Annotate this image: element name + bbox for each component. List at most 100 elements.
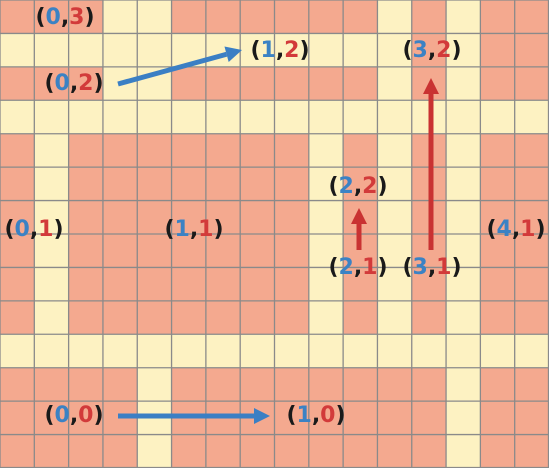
grid-cell — [274, 267, 310, 302]
grid-cell — [0, 334, 35, 369]
grid-cell — [480, 367, 516, 402]
grid-cell — [274, 100, 310, 135]
grid-cell — [240, 0, 275, 34]
grid-cell — [137, 367, 173, 402]
grid-cell — [68, 200, 104, 235]
grid-cell — [377, 200, 413, 235]
grid-cell — [446, 434, 481, 468]
grid-cell — [68, 367, 104, 402]
label-0-0: (0,0) — [44, 403, 104, 428]
arrow-0-0-to-1-0 — [118, 408, 270, 424]
grid-cell — [514, 300, 549, 335]
grid-cell — [343, 100, 378, 135]
grid-cell — [102, 267, 138, 302]
grid-cell — [480, 434, 516, 468]
grid-cell — [102, 33, 138, 68]
grid-cell — [480, 401, 516, 436]
grid-cell — [102, 234, 138, 268]
grid-cell — [343, 401, 378, 436]
grid-cell — [274, 334, 310, 369]
grid-cell — [34, 401, 70, 436]
grid-cell — [514, 66, 549, 101]
grid-cell — [34, 234, 70, 268]
grid-cell — [411, 367, 447, 402]
grid-cell — [480, 234, 516, 268]
grid-cell — [240, 267, 275, 302]
grid-cell — [446, 401, 481, 436]
grid-cell — [34, 100, 70, 135]
grid-cell — [171, 100, 207, 135]
grid-cell — [480, 167, 516, 202]
grid-cell — [343, 267, 378, 302]
grid-cell — [343, 367, 378, 402]
label-1-1: (1,1) — [164, 217, 224, 242]
grid-cell — [343, 0, 378, 34]
grid-cell — [0, 300, 35, 335]
grid-cell — [205, 66, 241, 101]
grid-cell — [411, 434, 447, 468]
grid-cell — [171, 66, 207, 101]
grid-cell — [308, 167, 344, 202]
grid-cell — [308, 367, 344, 402]
grid-cell — [0, 66, 35, 101]
grid-cell — [34, 200, 70, 235]
label-3-2: (3,2) — [402, 38, 462, 63]
grid-cell — [480, 0, 516, 34]
grid-cell — [102, 133, 138, 168]
grid-cell — [0, 401, 35, 436]
grid-cell — [514, 434, 549, 468]
grid-cell — [137, 267, 173, 302]
grid-cell — [205, 167, 241, 202]
grid-cell — [240, 434, 275, 468]
grid-cell — [137, 133, 173, 168]
grid-cell — [446, 234, 481, 268]
grid-cell — [0, 167, 35, 202]
label-2-1: (2,1) — [328, 255, 388, 280]
grid-cell — [514, 167, 549, 202]
grid-cell — [446, 167, 481, 202]
grid-cell — [137, 33, 173, 68]
grid-cell — [446, 267, 481, 302]
grid-cell — [137, 0, 173, 34]
grid-cell — [343, 300, 378, 335]
grid-cell — [240, 334, 275, 369]
grid-cell — [205, 133, 241, 168]
grid-cell — [68, 401, 104, 436]
grid-cell — [343, 66, 378, 101]
grid-cell — [308, 66, 344, 101]
grid-cell — [240, 66, 275, 101]
grid-cell — [171, 0, 207, 34]
grid-cell — [68, 334, 104, 369]
grid-cell — [308, 33, 344, 68]
grid-cell — [446, 100, 481, 135]
grid-cell — [137, 334, 173, 369]
grid-cell — [205, 367, 241, 402]
grid-cell — [205, 434, 241, 468]
grid-cell — [480, 300, 516, 335]
grid-cell — [0, 200, 35, 235]
grid-cell — [240, 167, 275, 202]
grid-cell — [68, 133, 104, 168]
grid-cell — [68, 66, 104, 101]
grid-cell — [171, 334, 207, 369]
grid-cell — [34, 267, 70, 302]
grid-cell — [480, 100, 516, 135]
grid-cell — [514, 33, 549, 68]
grid-cell — [205, 100, 241, 135]
grid-cell — [102, 334, 138, 369]
grid-cell — [240, 234, 275, 268]
grid-cell — [102, 367, 138, 402]
grid-cell — [171, 133, 207, 168]
grid-cell — [377, 66, 413, 101]
grid-cell — [34, 167, 70, 202]
grid-cell — [446, 300, 481, 335]
grid-cell — [308, 0, 344, 34]
grid-cell — [343, 133, 378, 168]
grid-cell — [377, 367, 413, 402]
grid-cell — [308, 133, 344, 168]
grid-cell — [308, 234, 344, 268]
grid-cell — [514, 100, 549, 135]
grid-cell — [68, 100, 104, 135]
label-0-1: (0,1) — [4, 217, 64, 242]
